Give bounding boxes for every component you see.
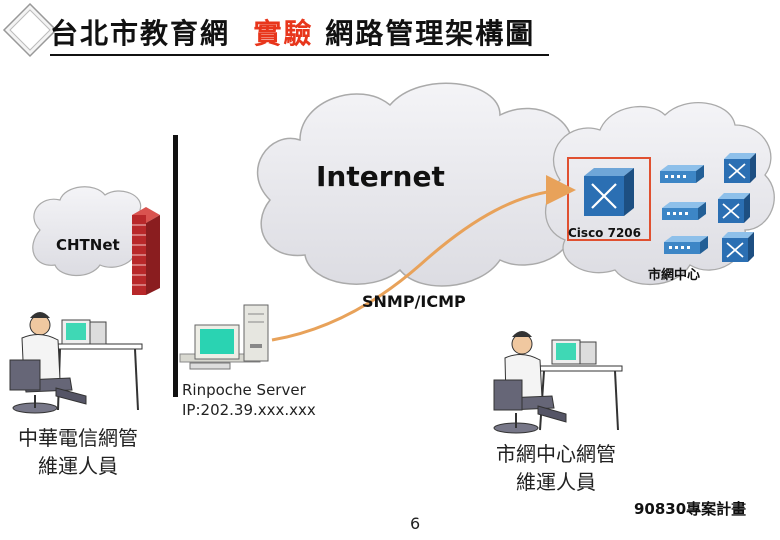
cisco-router-icon	[584, 168, 634, 216]
cht-operator-label: 中華電信網管 維運人員	[18, 426, 138, 478]
server-ip: IP:202.39.xxx.xxx	[182, 401, 316, 419]
backbone-line	[173, 135, 178, 397]
nc-operator-label: 市網中心網管 維運人員	[496, 442, 616, 494]
internet-label: Internet	[316, 160, 445, 193]
router-icon-3	[722, 232, 754, 262]
router-icon-1	[724, 153, 756, 183]
page-number: 6	[410, 514, 421, 533]
nc-operator-figure	[493, 331, 623, 434]
switch-icon-1	[660, 165, 704, 183]
server-name: Rinpoche Server	[182, 381, 306, 399]
firewall-icon	[132, 207, 160, 295]
project-label: 90830專案計畫	[634, 500, 747, 518]
chtnet-label: CHTNet	[56, 236, 120, 254]
net-center-cloud	[544, 102, 775, 286]
corner-diamond-icon	[2, 2, 58, 58]
page-title: 台北市教育網 實驗 網路管理架構圖	[50, 14, 550, 56]
chtnet-cloud	[32, 186, 150, 277]
server-workstation-icon	[179, 304, 269, 370]
snmp-label: SNMP/ICMP	[362, 292, 466, 311]
router-icon-2	[718, 193, 750, 223]
switch-icon-3	[664, 236, 708, 254]
snmp-arrow	[271, 175, 576, 342]
switch-icon-2	[662, 202, 706, 220]
server-label: Rinpoche Server IP:202.39.xxx.xxx	[182, 380, 316, 420]
title-highlight: 實驗	[253, 17, 314, 50]
cht-operator-figure	[9, 312, 143, 414]
cisco-label: Cisco 7206	[568, 226, 641, 240]
net-center-label: 市網中心	[648, 268, 701, 283]
